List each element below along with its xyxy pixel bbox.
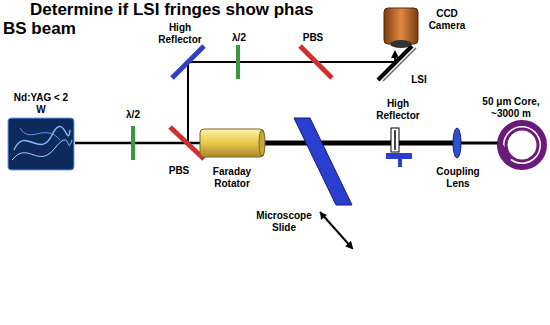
faraday-rotator	[200, 129, 265, 157]
half-wave-plate	[131, 126, 135, 160]
part-label: LSI	[404, 74, 434, 86]
part-label: λ/2	[224, 32, 254, 44]
half-wave-plate	[236, 45, 240, 79]
ccd-camera	[384, 8, 418, 48]
part-label: CCD Camera	[422, 8, 472, 31]
title-fragment: BS beam	[3, 20, 76, 38]
diagram-title: Determine if LSI fringes show phas	[30, 1, 313, 19]
part-label: Nd:YAG < 2 W	[8, 92, 74, 115]
part-label: PBS	[162, 165, 196, 177]
part-label: High Reflector	[368, 98, 428, 121]
part-label: High Reflector	[150, 22, 210, 45]
lsi-plate	[378, 46, 416, 81]
fiber-coil	[500, 123, 544, 167]
part-label: 50 μm Core, ~3000 m	[476, 96, 546, 119]
beam-splitter	[300, 46, 332, 78]
coupling-lens	[453, 128, 461, 158]
part-label: PBS	[296, 32, 330, 44]
part-label: Coupling Lens	[430, 166, 486, 189]
mirror	[172, 46, 204, 78]
part-label: λ/2	[118, 109, 148, 121]
part-label: Microscope Slide	[256, 210, 312, 233]
laser-beam	[75, 52, 500, 143]
beam-splitter	[170, 127, 204, 159]
part-label: Faraday Rotator	[196, 166, 268, 189]
laser-head	[8, 118, 74, 170]
microscope-slide	[294, 118, 352, 248]
mirror-mount	[386, 128, 412, 167]
